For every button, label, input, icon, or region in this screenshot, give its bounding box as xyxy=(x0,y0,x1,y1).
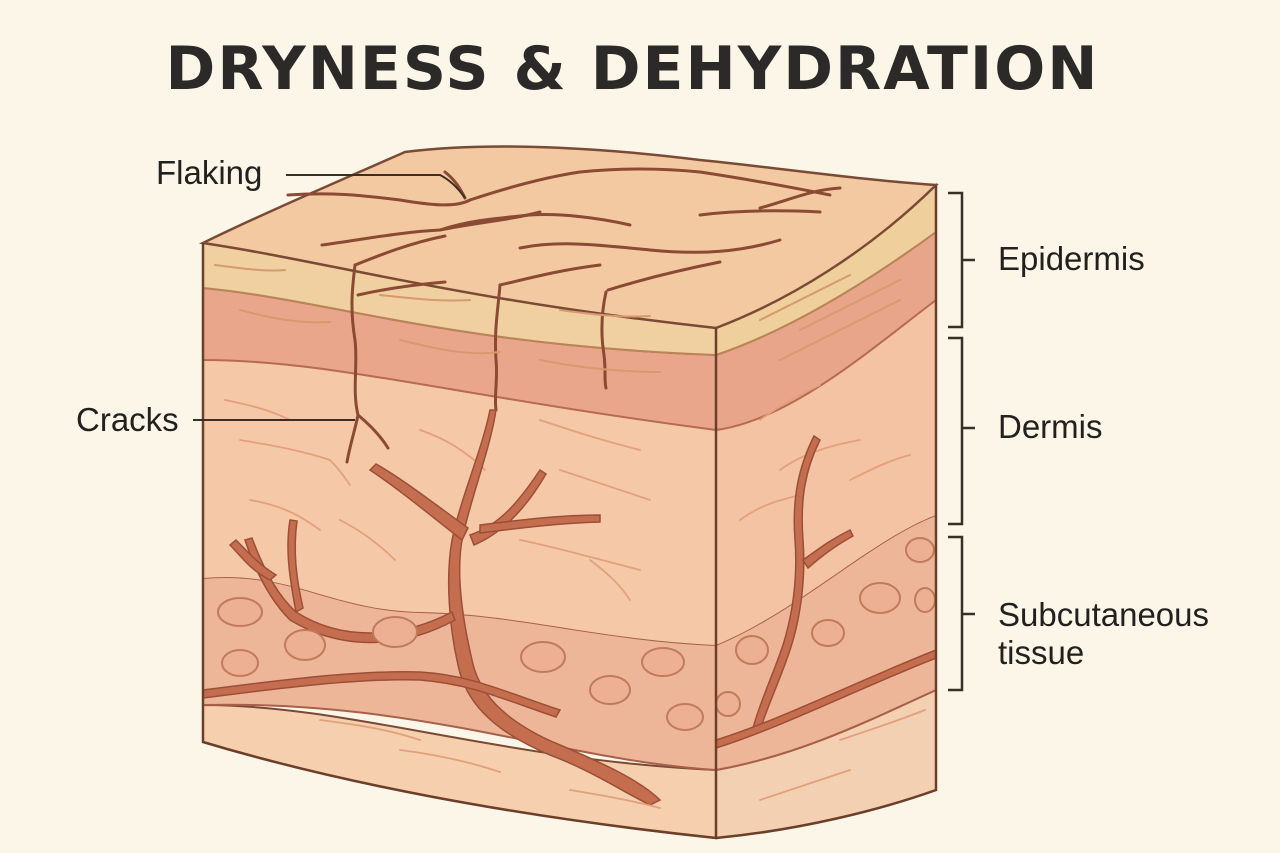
base-texture xyxy=(319,709,926,809)
deep-cracks xyxy=(345,263,608,464)
flaking-label: Flaking xyxy=(156,154,263,191)
cracks-label: Cracks xyxy=(76,401,179,438)
dermis-layer-front xyxy=(203,360,716,645)
skin-surface-top xyxy=(198,145,939,330)
dermis-layer-side xyxy=(716,300,936,645)
blood-vessels xyxy=(202,409,937,806)
subcutaneous-label: Subcutaneous tissue xyxy=(998,596,1210,671)
layer-brackets xyxy=(948,191,975,692)
dermis-capillaries xyxy=(224,384,911,601)
epidermis-texture xyxy=(214,264,901,373)
surface-cracks xyxy=(286,167,842,297)
dermis-label: Dermis xyxy=(998,408,1103,445)
epidermis-bracket xyxy=(948,191,975,329)
leader-lines xyxy=(193,174,466,421)
dermis-bracket xyxy=(948,336,975,526)
epidermis-label: Epidermis xyxy=(998,240,1145,277)
subcutaneous-bracket xyxy=(948,535,975,692)
flaking-leader-line xyxy=(286,174,466,199)
block-outline xyxy=(201,185,938,840)
page-title: DRYNESS & DEHYDRATION xyxy=(165,34,1100,104)
